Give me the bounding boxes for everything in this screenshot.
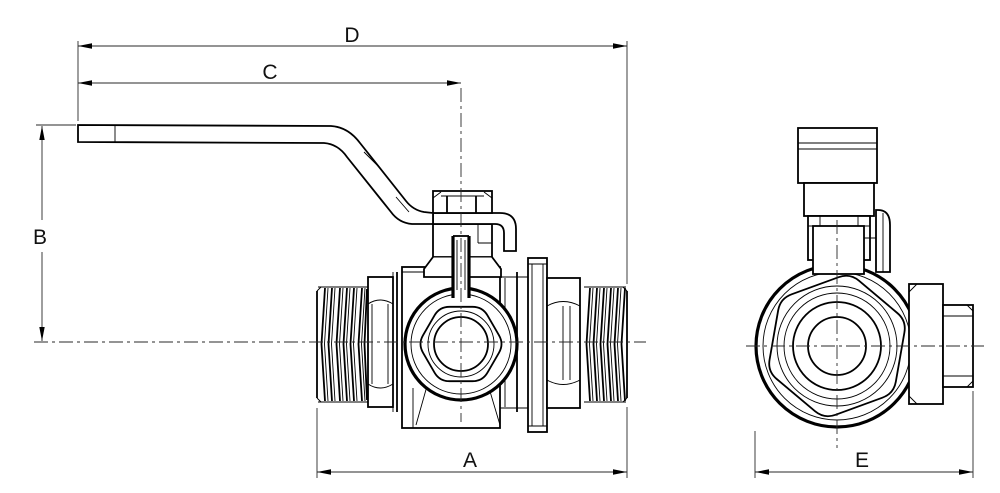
dim-label-D: D <box>344 24 359 47</box>
dimension-B: B <box>33 124 76 341</box>
right-threads <box>584 286 628 403</box>
side-port-block <box>908 283 974 405</box>
dimension-C: C <box>78 61 461 86</box>
arrowhead <box>959 469 973 475</box>
arrowhead <box>317 469 331 475</box>
front-view <box>34 88 646 433</box>
stem-nut <box>432 190 493 214</box>
dimension-A: A <box>316 407 628 478</box>
stem <box>451 235 471 298</box>
arrowhead <box>755 469 769 475</box>
dim-label-E: E <box>855 449 869 472</box>
dim-label-A: A <box>463 449 477 472</box>
arrowhead <box>39 126 45 140</box>
right-union-flange <box>500 257 548 433</box>
arrowhead <box>78 80 92 86</box>
lever-handle <box>77 124 434 225</box>
end-view <box>746 127 984 448</box>
left-threads <box>316 286 368 403</box>
end-centerlines <box>746 220 984 448</box>
right-hex-nut <box>546 277 581 409</box>
arrowhead <box>39 327 45 341</box>
front-centerlines <box>34 88 646 422</box>
dimension-D: D <box>77 24 628 284</box>
dimension-E: E <box>754 391 974 478</box>
arrowhead <box>613 43 627 49</box>
handle-bracket <box>432 212 517 252</box>
dim-label-B: B <box>33 226 47 249</box>
dim-label-C: C <box>262 61 277 84</box>
handle-end-view <box>797 127 891 275</box>
arrowhead <box>447 80 461 86</box>
arrowhead <box>613 469 627 475</box>
arrowhead <box>78 43 92 49</box>
